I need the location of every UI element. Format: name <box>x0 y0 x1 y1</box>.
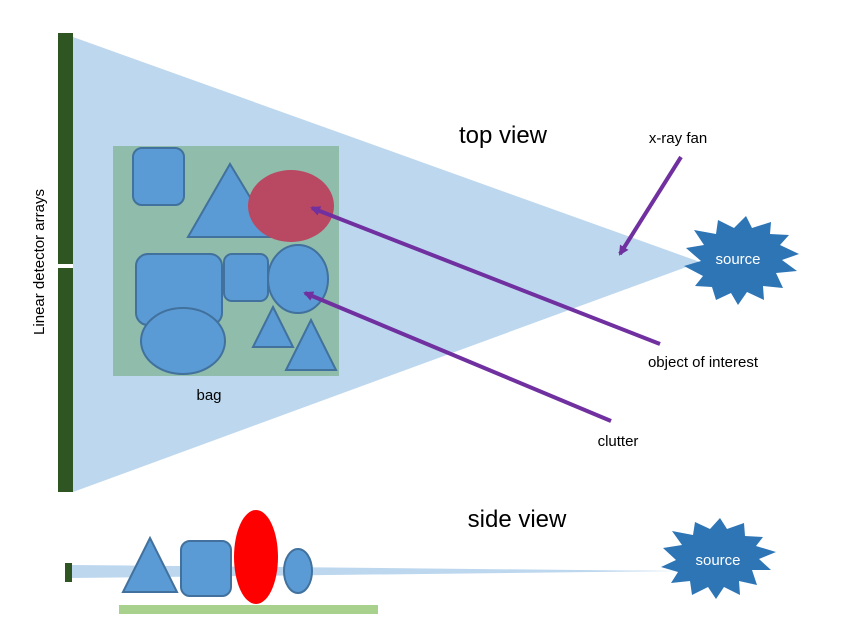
xray-fan-label: x-ray fan <box>649 130 707 147</box>
clutter-small-square-top <box>223 253 269 302</box>
source-label-side: source <box>695 552 740 569</box>
title-top-view: top view <box>459 122 548 149</box>
source-label-top: source <box>715 251 760 268</box>
detector-array-lower <box>58 268 73 492</box>
title-side-view: side view <box>468 506 567 533</box>
source-star-top <box>684 216 799 305</box>
clutter-label: clutter <box>598 433 639 450</box>
clutter-ellipse-side <box>283 548 313 594</box>
source-star-side <box>661 518 776 599</box>
detector-array-upper <box>58 33 73 264</box>
detector-label: Linear detector arrays <box>31 189 48 335</box>
object-of-interest-top <box>248 170 334 242</box>
object-of-interest-side <box>234 510 278 604</box>
arrow-clutter <box>303 291 612 423</box>
clutter-square-side <box>180 540 232 597</box>
arrow-xray-fan <box>618 155 683 256</box>
clutter-triangle-small-top <box>251 304 295 348</box>
bag-label: bag <box>196 387 221 404</box>
arrow-object-of-interest <box>310 206 661 346</box>
clutter-ellipse-top <box>267 244 329 314</box>
clutter-square-top <box>132 147 185 206</box>
belt <box>119 605 378 614</box>
clutter-ellipse-bottom <box>140 307 226 375</box>
detector-array-side <box>65 563 72 582</box>
clutter-triangle-side <box>121 535 179 593</box>
clutter-triangle-right-top <box>284 317 338 371</box>
object-of-interest-label: object of interest <box>648 354 759 371</box>
